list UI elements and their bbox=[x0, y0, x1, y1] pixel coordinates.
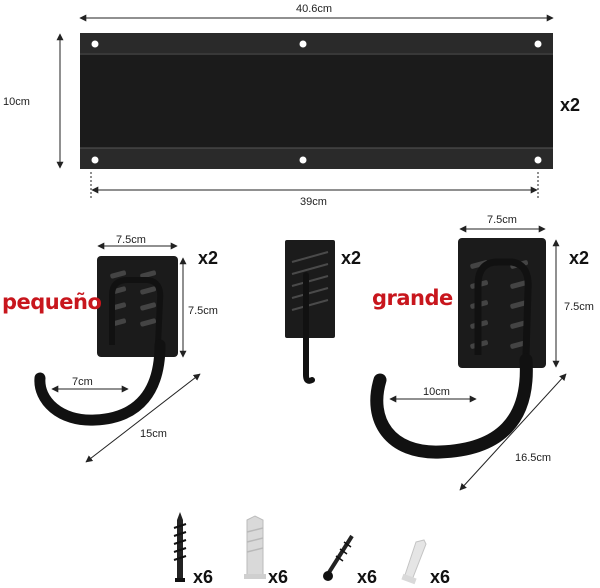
small-anchor-quantity: x6 bbox=[430, 567, 451, 587]
machine-screw-icon bbox=[323, 534, 354, 581]
wall-anchor-quantity: x6 bbox=[268, 567, 289, 587]
wall-anchor-icon bbox=[244, 515, 266, 579]
rail-quantity: x2 bbox=[560, 95, 581, 115]
clip bbox=[285, 240, 335, 384]
large-hook-quantity: x2 bbox=[569, 248, 590, 268]
large-hook-height-label: 7.5cm bbox=[564, 301, 594, 313]
large-hook-length-label: 16.5cm bbox=[515, 452, 552, 464]
small-hook-height-label: 7.5cm bbox=[188, 305, 218, 317]
rail bbox=[80, 33, 553, 169]
large-hook-name: grande bbox=[372, 286, 453, 310]
rail-height-label: 10cm bbox=[3, 96, 30, 108]
wood-screw-icon bbox=[173, 512, 187, 582]
large-hook-width-label: 7.5cm bbox=[487, 214, 517, 226]
small-hook-quantity: x2 bbox=[198, 248, 219, 268]
small-hook-dimensions bbox=[51, 242, 201, 463]
wood-screw-quantity: x6 bbox=[193, 567, 214, 587]
large-hook-reach-label: 10cm bbox=[423, 386, 450, 398]
small-hook bbox=[34, 256, 178, 426]
rail-span-label: 39cm bbox=[300, 196, 327, 208]
small-hook-name: pequeño bbox=[2, 290, 102, 314]
small-hook-length-label: 15cm bbox=[140, 428, 167, 440]
rail-width-label: 40.6cm bbox=[296, 3, 333, 15]
clip-quantity: x2 bbox=[341, 248, 362, 268]
small-hook-width-label: 7.5cm bbox=[116, 234, 146, 246]
machine-screw-quantity: x6 bbox=[357, 567, 378, 587]
large-hook bbox=[370, 238, 546, 459]
rail-dimensions bbox=[56, 14, 554, 198]
small-hook-reach-label: 7cm bbox=[72, 376, 93, 388]
large-hook-dimensions bbox=[389, 225, 567, 491]
small-anchor-icon bbox=[401, 539, 427, 585]
